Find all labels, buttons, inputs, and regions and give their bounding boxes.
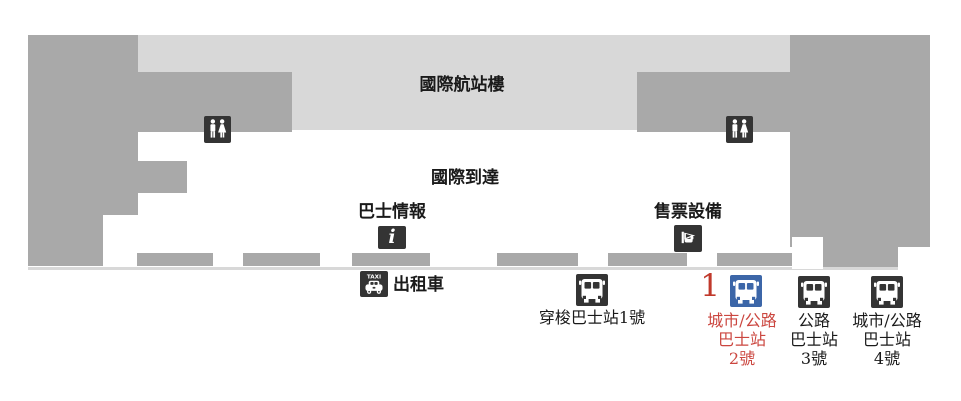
terminal-label: 國際航站樓 <box>419 75 505 95</box>
platform-strip <box>497 253 578 266</box>
platform-strip <box>352 253 430 266</box>
bus-stop-4-label-line2: 巴士站 <box>862 330 911 349</box>
bus-stop-3-label: 公路 巴士站 3號 <box>744 311 884 368</box>
platform-strip <box>608 253 687 266</box>
info-icon: i <box>378 226 406 249</box>
bus-stop-2-label-line3: 2號 <box>728 349 756 368</box>
arrivals-label: 國際到達 <box>431 168 499 188</box>
bus-stop-4-icon <box>871 276 903 308</box>
platform-strip <box>137 253 213 266</box>
left-wing-step <box>138 161 187 193</box>
taxi-label: 出租車 <box>393 275 444 295</box>
left-wing-lower-block <box>28 215 103 266</box>
right-wing-lower-block <box>823 237 898 267</box>
bus-stop-4-label-line1: 城市/公路 <box>852 311 922 330</box>
taxi-icon: TAXI <box>360 271 388 297</box>
bus-stop-3-icon <box>798 276 830 308</box>
right-wing-block <box>790 35 930 247</box>
restroom-icon <box>726 116 753 143</box>
left-wing-block <box>28 35 138 215</box>
bus-stop-3-label-line1: 公路 <box>797 311 830 330</box>
bus-info-label: 巴士情報 <box>358 202 426 222</box>
restroom-icon <box>204 116 231 143</box>
bus-stop-4-label: 城市/公路 巴士站 4號 <box>817 311 957 368</box>
ticket-machine-icon <box>674 225 702 252</box>
ticket-facility-label: 售票設備 <box>654 202 722 222</box>
curb-edge-line <box>28 267 898 270</box>
taxi-icon-text: TAXI <box>367 275 381 281</box>
bus-stop-3-label-line2: 巴士站 <box>789 330 838 349</box>
platform-strip <box>243 253 320 266</box>
bus-stop-1-icon <box>576 274 608 306</box>
bus-stop-4-label-line3: 4號 <box>873 349 901 368</box>
bus-stop-2-label: 城市/公路 巴士站 2號 <box>672 311 812 368</box>
platform-strip <box>717 253 792 266</box>
bus-stop-2-label-line1: 城市/公路 <box>707 311 777 330</box>
bus-stop-3-label-line3: 3號 <box>800 349 828 368</box>
right-wing-notch <box>792 237 823 269</box>
info-icon-glyph: i <box>388 226 396 248</box>
bus-stop-1-label: 穿梭巴士站1號 <box>538 308 646 327</box>
inner-block-right <box>637 72 790 132</box>
stop-2-number-badge: 1 <box>700 268 720 304</box>
bus-stop-2-label-line2: 巴士站 <box>717 330 766 349</box>
bus-stop-2-icon <box>730 275 762 307</box>
